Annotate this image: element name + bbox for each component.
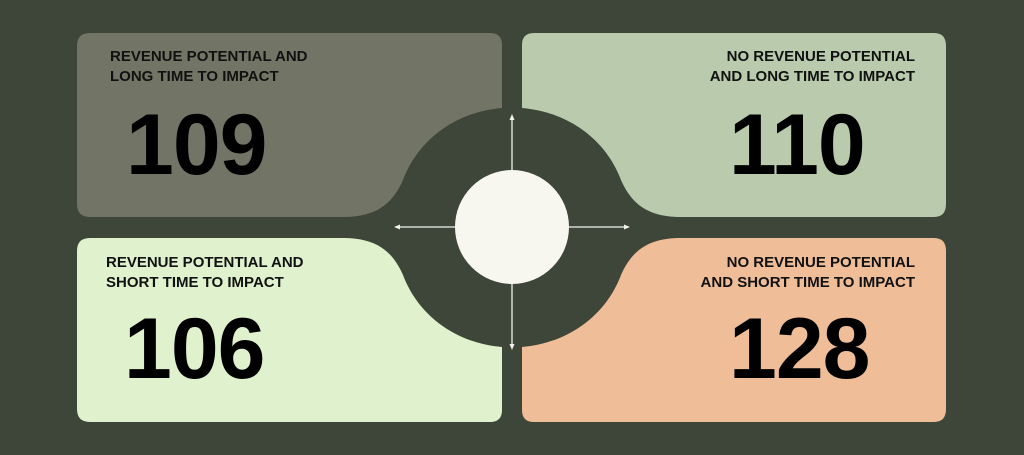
label-top-right-line2: AND LONG TIME TO IMPACT <box>709 68 915 85</box>
label-bottom-right-line1: NO REVENUE POTENTIAL <box>726 254 915 271</box>
label-bottom-left: REVENUE POTENTIAL AND SHORT TIME TO IMPA… <box>106 253 304 293</box>
label-top-left-line1: REVENUE POTENTIAL AND <box>110 48 308 65</box>
label-top-right: NO REVENUE POTENTIAL AND LONG TIME TO IM… <box>710 47 915 87</box>
card-bottom-left <box>77 238 502 422</box>
label-top-right-line1: NO REVENUE POTENTIAL <box>726 48 915 65</box>
arrow-left-icon <box>394 224 400 230</box>
value-top-right: 110 <box>729 97 866 193</box>
label-bottom-left-line2: SHORT TIME TO IMPACT <box>106 274 284 291</box>
label-top-left: REVENUE POTENTIAL AND LONG TIME TO IMPAC… <box>110 47 308 87</box>
label-bottom-right-line2: AND SHORT TIME TO IMPACT <box>700 274 915 291</box>
card-bottom-right <box>522 238 946 422</box>
arrow-up-icon <box>509 114 515 120</box>
value-bottom-left: 106 <box>124 301 265 397</box>
label-top-left-line2: LONG TIME TO IMPACT <box>110 68 279 85</box>
center-circle <box>455 170 569 284</box>
label-bottom-left-line1: REVENUE POTENTIAL AND <box>106 254 304 271</box>
label-bottom-right: NO REVENUE POTENTIAL AND SHORT TIME TO I… <box>701 253 915 293</box>
card-top-left <box>77 33 502 217</box>
value-bottom-right: 128 <box>729 301 870 397</box>
arrow-down-icon <box>509 344 515 350</box>
value-top-left: 109 <box>126 97 267 193</box>
card-top-right <box>522 33 946 217</box>
arrow-right-icon <box>624 224 630 230</box>
